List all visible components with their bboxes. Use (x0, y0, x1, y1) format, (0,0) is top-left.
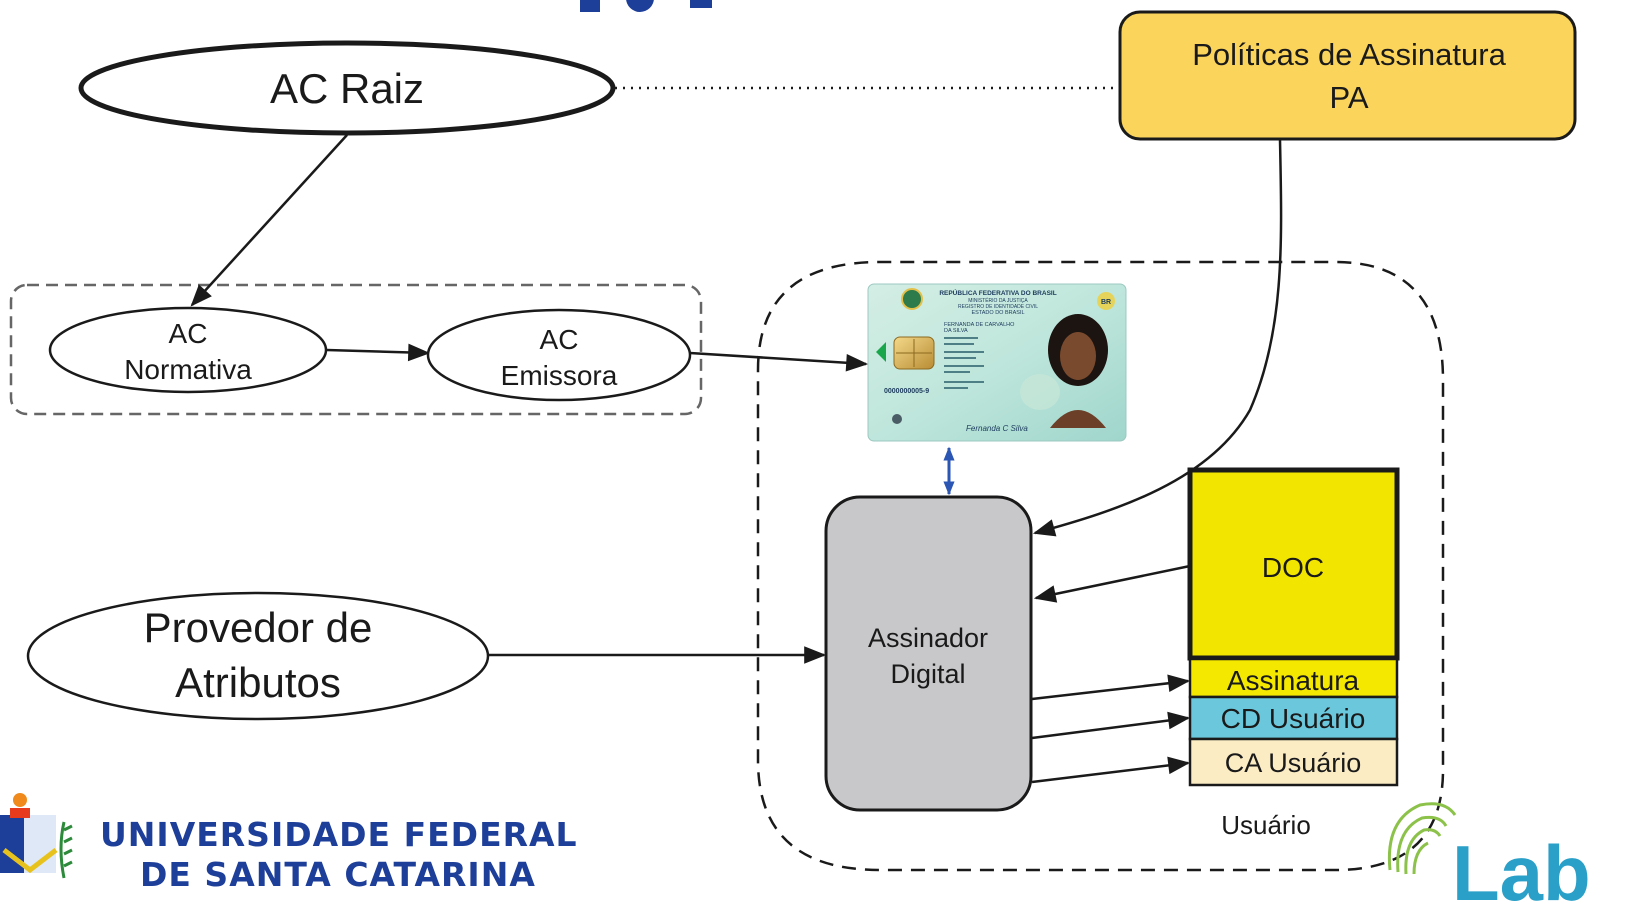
usuario-boundary (756, 260, 1445, 872)
ac-emissora-line1: AC (540, 324, 579, 355)
card-header-line4: ESTADO DO BRASIL (971, 310, 1024, 316)
ac-normativa-line2: Normativa (124, 354, 252, 385)
arrow-raiz-normativa (190, 134, 348, 307)
arrow-politicas-assinador (1032, 139, 1283, 537)
portrait-photo (1048, 314, 1108, 428)
cd-usuario-label: CD Usuário (1221, 703, 1366, 734)
br-badge-icon (1097, 292, 1115, 310)
arrow-assinador-ca (1031, 756, 1191, 784)
node-ac-normativa: AC Normativa (48, 306, 328, 394)
ac-raiz-label: AC Raiz (270, 65, 424, 112)
university-name-line2: DE SANTA CATARINA (140, 855, 536, 894)
university-name-line1: UNIVERSIDADE FEDERAL (100, 815, 578, 854)
card-name-line2: DA SILVA (944, 328, 968, 334)
document-stack: DOC Assinatura CD Usuário CA Usuário (1187, 467, 1400, 787)
card-green-arrow-icon (876, 342, 886, 362)
arrow-normativa-emissora (326, 343, 431, 362)
provedor-line1: Provedor de (144, 604, 373, 651)
assinador-line1: Assinador (868, 623, 988, 653)
fingerprint-icon (1387, 802, 1457, 875)
node-assinador: Assinador Digital (824, 495, 1033, 812)
node-provedor: Provedor de Atributos (26, 591, 490, 721)
ac-group-border (9, 283, 703, 416)
ac-normativa-line1: AC (169, 318, 208, 349)
lab-logo-text: Lab (1452, 829, 1591, 906)
card-header-line2: MINISTÉRIO DA JUSTIÇA (968, 297, 1028, 304)
politicas-label-line1: Políticas de Assinatura (1192, 37, 1506, 72)
node-ac-emissora: AC Emissora (426, 308, 692, 402)
card-qr-icon (892, 414, 902, 424)
lab-logo: Lab (1387, 802, 1591, 911)
usuario-label: Usuário (1221, 810, 1311, 840)
coat-of-arms-icon (901, 288, 923, 310)
card-number: 0000000005-9 (884, 388, 929, 395)
title-fragment (580, 0, 712, 12)
ufsc-crest-icon (0, 793, 73, 879)
card-fields (944, 337, 984, 389)
card-badge: BR (1101, 299, 1111, 306)
provedor-line2: Atributos (175, 659, 341, 706)
arrow-doc-assinador (1033, 564, 1191, 603)
arrow-assinador-cd (1031, 711, 1191, 740)
ac-emissora-line2: Emissora (501, 360, 618, 391)
arrow-assinador-assinatura (1031, 674, 1191, 701)
doc-label: DOC (1262, 552, 1324, 583)
card-header-line3: REGISTRO DE IDENTIDADE CIVIL (958, 304, 1038, 310)
id-card-image: REPÚBLICA FEDERATIVA DO BRASIL MINISTÉRI… (867, 283, 1127, 442)
card-header-line1: REPÚBLICA FEDERATIVA DO BRASIL (939, 288, 1056, 297)
politicas-label-line2: PA (1329, 80, 1368, 115)
card-signature: Fernanda C Silva (966, 424, 1028, 433)
node-politicas: Políticas de Assinatura PA (1118, 10, 1577, 141)
arrow-emissora-card (689, 351, 869, 372)
assinador-line2: Digital (890, 659, 965, 689)
card-name-line1: FERNANDA DE CARVALHO (944, 322, 1015, 328)
ca-usuario-label: CA Usuário (1225, 748, 1362, 778)
node-ac-raiz: AC Raiz (78, 40, 616, 136)
assinatura-label: Assinatura (1227, 665, 1360, 696)
